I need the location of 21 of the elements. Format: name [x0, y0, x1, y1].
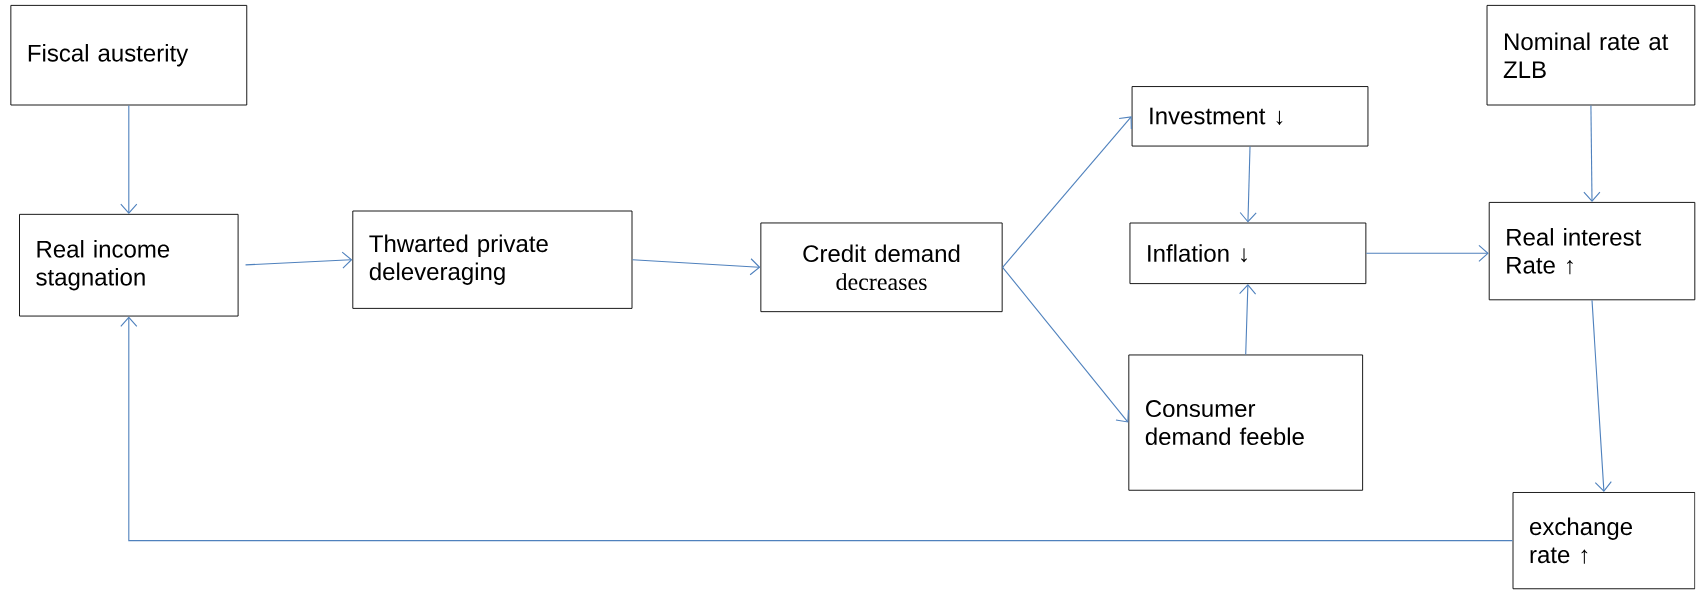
process-box: Fiscal austerity: [10, 4, 248, 106]
process-box: Credit demand decreases: [760, 222, 1003, 313]
process-box: Investment ↓: [1131, 86, 1369, 147]
arrow: [1239, 284, 1257, 356]
process-box: exchange rate ↑: [1512, 492, 1696, 590]
process-box: Real interest Rate ↑: [1488, 201, 1696, 301]
arrow: [1239, 145, 1257, 223]
arrow: [1002, 116, 1132, 268]
process-box: Consumer demand feeble: [1128, 354, 1364, 491]
arrow: [1365, 244, 1489, 262]
arrow: [631, 258, 761, 276]
arrow: [245, 251, 353, 269]
arrow: [1591, 299, 1612, 492]
arrow: [120, 316, 1514, 542]
arrow: [1583, 104, 1601, 202]
arrow: [1002, 266, 1129, 423]
process-box: Thwarted private deleveraging: [352, 210, 633, 309]
process-box: Inflation ↓: [1129, 222, 1367, 285]
process-box: Real income stagnation: [19, 213, 239, 317]
arrow: [120, 104, 138, 214]
process-box: Nominal rate at ZLB: [1486, 4, 1696, 106]
